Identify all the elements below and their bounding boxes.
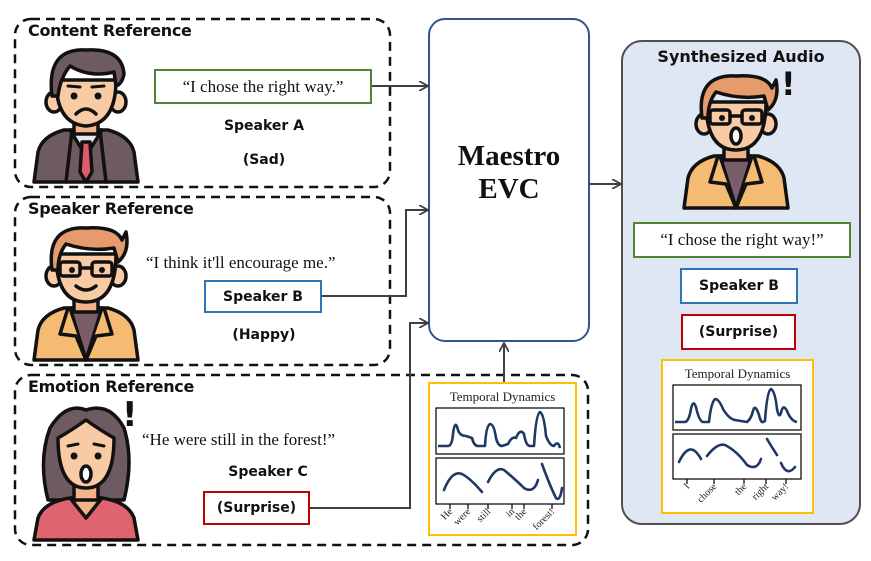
pitch-curve-2 [486, 467, 540, 492]
content-reference-title: Content Reference [28, 21, 192, 40]
emotion-quote: “He were still in the forest!” [142, 430, 336, 449]
synthesized-speaker-avatar [682, 74, 790, 210]
pitch-curve-4 [779, 461, 797, 473]
content-reference-box [13, 17, 392, 189]
output-emotion-box: (Surprise) [681, 314, 796, 350]
pitch-curve-1 [677, 448, 703, 464]
emotion-speaker-label: Speaker C [228, 464, 308, 480]
word-tick-label: chose [695, 481, 719, 505]
speaker-a-avatar [32, 48, 140, 184]
pitch-curve-2 [705, 443, 763, 469]
speaker-b-label: Speaker B [223, 288, 303, 305]
maestro-evc-label: Maestro EVC [429, 140, 589, 206]
word-tick-label: right [750, 481, 771, 502]
speaker-reference-box [13, 195, 392, 367]
exclamation-icon: ! [122, 395, 138, 435]
synthesized-audio-title: Synthesized Audio [657, 47, 825, 66]
emotion-surprise-box: (Surprise) [203, 491, 310, 525]
pitch-curve-3 [765, 437, 779, 457]
temporal-dynamics-title: Temporal Dynamics [684, 366, 791, 381]
pitch-plot-frame [435, 457, 565, 505]
emotion-surprise-label: (Surprise) [216, 500, 297, 516]
output-dynamics-plot: I chose the right way! [672, 384, 802, 505]
speaker-reference-title: Speaker Reference [28, 199, 194, 218]
speaker-emotion-label: (Happy) [232, 327, 296, 343]
output-speaker-box: Speaker B [680, 268, 798, 304]
temporal-dynamics-title: Temporal Dynamics [449, 389, 556, 404]
content-quote: “I chose the right way.” [182, 76, 344, 96]
output-quote: “I chose the right way!” [660, 230, 824, 249]
word-ticks [449, 504, 553, 509]
emotion-reference-title: Emotion Reference [28, 377, 195, 396]
pitch-curve-1 [442, 472, 484, 494]
word-tick-label: the [733, 481, 750, 498]
emotion-reference-box [13, 373, 590, 547]
content-emotion-label: (Sad) [242, 152, 286, 168]
word-tick-label: the [513, 506, 530, 523]
output-speaker-label: Speaker B [699, 278, 779, 294]
model-name-line1: Maestro [457, 140, 561, 172]
output-temporal-dynamics-panel: Temporal Dynamics I chose the right way! [661, 359, 814, 514]
energy-plot-frame [672, 384, 802, 431]
output-quote-box: “I chose the right way!” [633, 222, 851, 258]
energy-curve [438, 410, 562, 449]
emotion-temporal-dynamics-panel: Temporal Dynamics He were still in the f… [428, 382, 577, 536]
energy-curve [675, 387, 798, 424]
arrow-speaker-to-model [322, 210, 427, 297]
arrow-emotion-to-model [310, 323, 427, 509]
word-tick-label: were [452, 506, 474, 528]
pitch-plot-frame [672, 433, 802, 480]
word-tick-label: forest! [531, 506, 557, 532]
word-tick-label: I [682, 481, 692, 491]
content-quote-box: “I chose the right way.” [154, 69, 372, 104]
speaker-b-avatar [32, 226, 140, 362]
content-speaker-label: Speaker A [223, 118, 305, 134]
word-tick-label: way! [769, 481, 791, 503]
model-name-line2: EVC [478, 173, 540, 205]
speaker-b-box: Speaker B [204, 280, 322, 313]
emotion-dynamics-plot: He were still in the forest! [435, 407, 565, 533]
word-ticks [686, 479, 787, 484]
output-emotion-label: (Surprise) [698, 324, 779, 340]
exclamation-icon: ! [781, 65, 796, 103]
maestro-evc-box [428, 18, 590, 342]
speaker-c-avatar [32, 406, 140, 542]
speaker-quote: “I think it'll encourage me.” [146, 253, 336, 272]
pitch-curve-3 [540, 462, 564, 501]
word-tick-label: still [475, 506, 494, 525]
